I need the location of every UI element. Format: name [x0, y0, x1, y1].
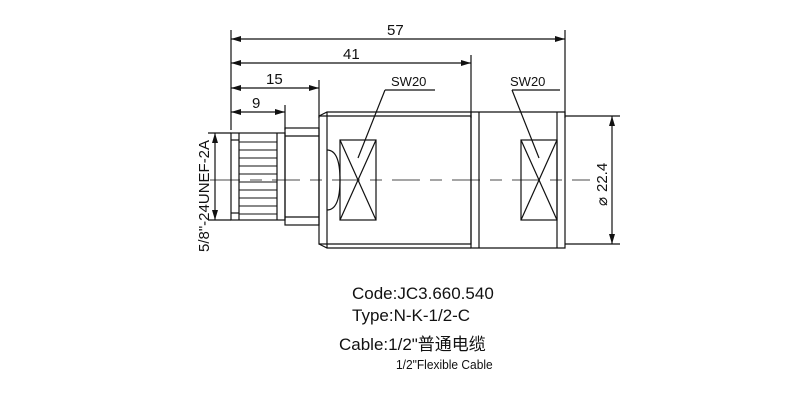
second-hex-body — [470, 111, 566, 249]
dim-label-57: 57 — [387, 22, 404, 39]
thread-pattern — [239, 141, 277, 215]
dim-label-15: 15 — [266, 71, 283, 88]
dim-label-41: 41 — [343, 46, 360, 63]
caption-code: Code:JC3.660.540 — [352, 284, 494, 303]
neck-section — [284, 127, 320, 226]
caption-type: Type:N-K-1/2-C — [352, 306, 471, 325]
diameter-symbol: ⌀ — [594, 197, 611, 206]
sw-leader-right — [511, 89, 540, 159]
sw-leader-left — [357, 89, 386, 159]
dim-label-9: 9 — [252, 95, 260, 112]
thread-spec-label: 5/8"-24UNEF-2A — [196, 140, 213, 252]
dim-label-diameter: 22.4 — [594, 163, 611, 192]
sw-label-right: SW20 — [510, 74, 545, 89]
caption-cable: Cable:1/2"普通电缆 — [339, 335, 486, 354]
sw-label-left: SW20 — [391, 74, 426, 89]
caption-cable-english: 1/2"Flexible Cable — [396, 357, 493, 372]
